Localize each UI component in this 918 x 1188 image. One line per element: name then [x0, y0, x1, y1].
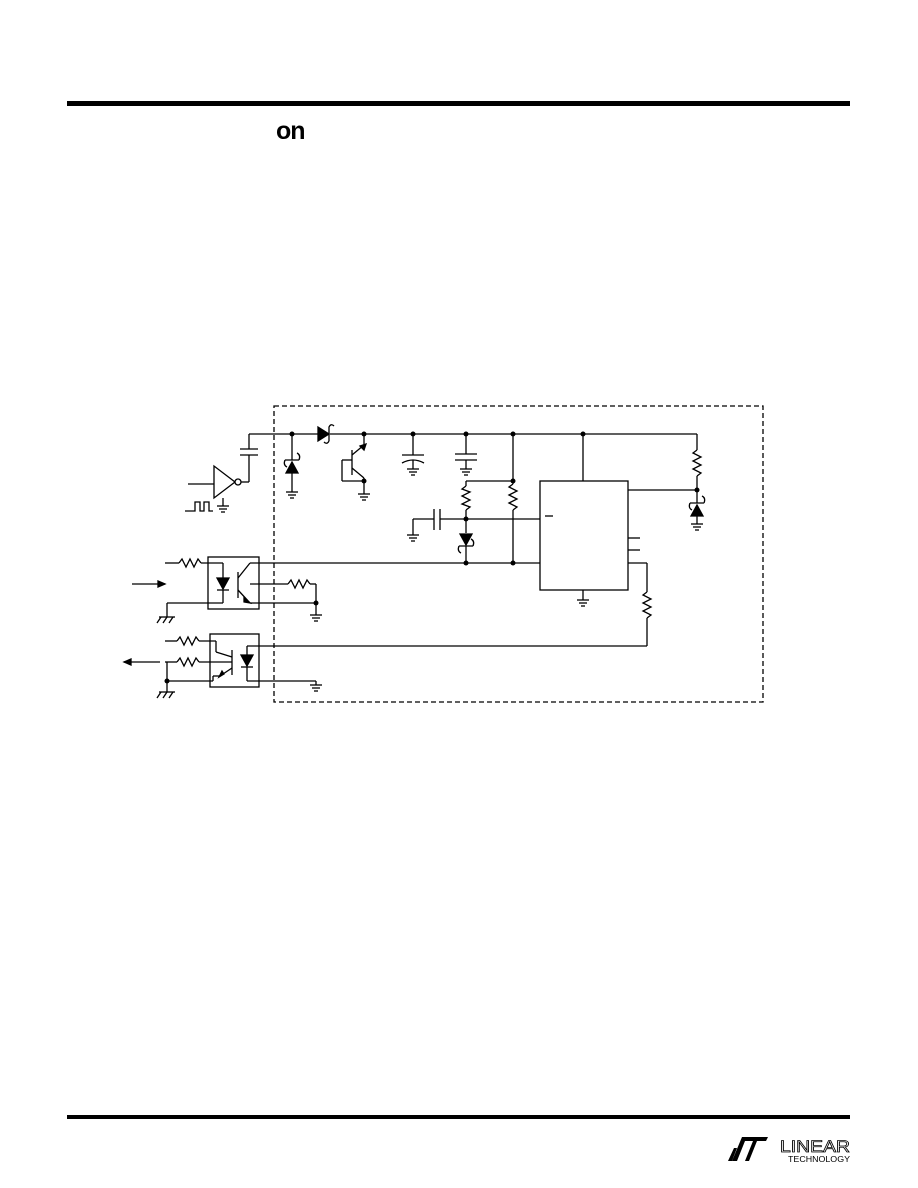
- resistor-icon: [176, 635, 200, 647]
- resistor-icon: [691, 449, 703, 477]
- arrow-icon: [132, 580, 167, 588]
- optocoupler-icon: [207, 556, 260, 610]
- resistor-icon: [460, 485, 472, 511]
- capacitor-icon: [240, 434, 258, 456]
- lt-mark-icon: [728, 1137, 768, 1161]
- ground-icon: [217, 505, 229, 513]
- optocoupler-icon: [209, 633, 260, 688]
- zener-diode-icon: [688, 495, 706, 531]
- chassis-ground-icon: [156, 616, 175, 624]
- inverter-icon: [188, 455, 250, 506]
- capacitor-icon: [455, 434, 477, 476]
- zener-diode-icon: [457, 533, 475, 563]
- arrow-icon: [122, 658, 160, 666]
- capacitor-icon: [401, 434, 425, 476]
- resistor-icon: [178, 557, 202, 569]
- chassis-ground-icon: [156, 691, 175, 699]
- transistor-icon: [341, 434, 368, 494]
- resistor-icon: [641, 591, 653, 619]
- pulse-waveform-icon: [185, 501, 213, 512]
- linear-technology-logo: LINEAR TECHNOLOGY: [728, 1137, 851, 1164]
- bottom-rule: [67, 1115, 850, 1119]
- resistor-icon: [507, 483, 519, 511]
- capacitor-icon: [407, 509, 466, 542]
- ground-icon: [577, 599, 589, 607]
- diode-icon: [317, 424, 335, 444]
- ground-icon: [358, 493, 370, 501]
- ground-icon: [286, 491, 298, 499]
- ground-icon: [310, 614, 322, 622]
- logo-main-text: LINEAR: [780, 1137, 850, 1156]
- resistor-icon: [287, 578, 311, 590]
- isolation-frame: [273, 405, 764, 703]
- logo-sub-text: TECHNOLOGY: [788, 1155, 851, 1164]
- zener-diode-icon: [283, 434, 301, 492]
- ic-block-icon: [539, 480, 629, 591]
- ground-icon: [310, 684, 322, 692]
- resistor-icon: [176, 656, 200, 668]
- section-title: on: [276, 117, 306, 145]
- top-rule: [67, 101, 850, 106]
